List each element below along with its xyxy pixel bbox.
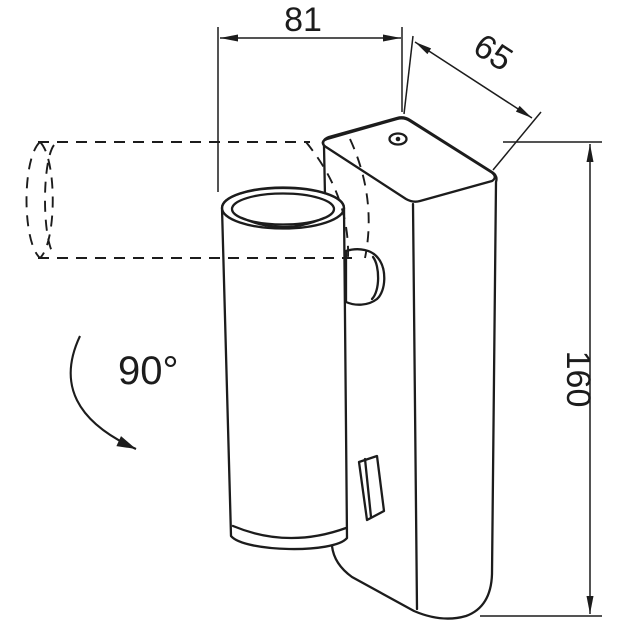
top-screw-hole	[388, 132, 408, 146]
depth-ext-line-left	[403, 35, 414, 115]
depth-dim-line	[414, 41, 533, 119]
depth-arrowhead-left	[415, 42, 432, 55]
top-screw-dot	[395, 136, 401, 142]
depth-arrowhead-right	[515, 105, 532, 118]
width-arrowhead-left	[220, 34, 238, 42]
pivot-knob-outline	[344, 248, 386, 306]
switch-edge-line	[363, 457, 373, 519]
height-arrowhead-top	[586, 144, 594, 162]
cylinder-top-rim-inner	[230, 192, 336, 226]
phantom-left-cap-rim	[44, 144, 55, 256]
lamp-head-cylinder	[220, 186, 349, 551]
wall-plate-outline	[322, 116, 498, 620]
power-switch	[357, 454, 386, 522]
rotation-arc	[69, 335, 137, 450]
phantom-rotated-head	[25, 138, 370, 259]
cylinder-inner-wall-arc	[240, 216, 326, 229]
width-dim-label: 81	[284, 1, 322, 39]
wall-plate-corner-edge	[411, 202, 419, 611]
cylinder-bottom-seam	[231, 524, 348, 540]
cylinder-outline	[220, 186, 349, 551]
width-arrowhead-right	[383, 34, 401, 42]
rotation-annotation: 90°	[69, 335, 179, 450]
wall-plate-body	[321, 116, 498, 620]
height-arrowhead-bottom	[586, 596, 594, 614]
cylinder-top-rim-outer	[220, 186, 346, 230]
phantom-right-arc-1	[305, 141, 349, 259]
depth-dim-label: 65	[467, 27, 519, 79]
pivot-knob-end-cap	[370, 255, 380, 301]
pivot-knob	[344, 248, 386, 306]
phantom-left-cap-back	[39, 141, 54, 259]
phantom-left-cap-outer	[25, 141, 41, 259]
depth-ext-line-right	[492, 111, 542, 171]
height-dim-label: 160	[559, 351, 597, 408]
rotation-angle-label: 90°	[118, 349, 179, 393]
height-dimension: 160	[480, 141, 602, 617]
rotation-arrowhead	[116, 436, 136, 449]
width-dimension: 81	[217, 1, 403, 192]
wall-plate-top-face	[321, 117, 496, 203]
phantom-right-arc-2	[349, 138, 370, 259]
